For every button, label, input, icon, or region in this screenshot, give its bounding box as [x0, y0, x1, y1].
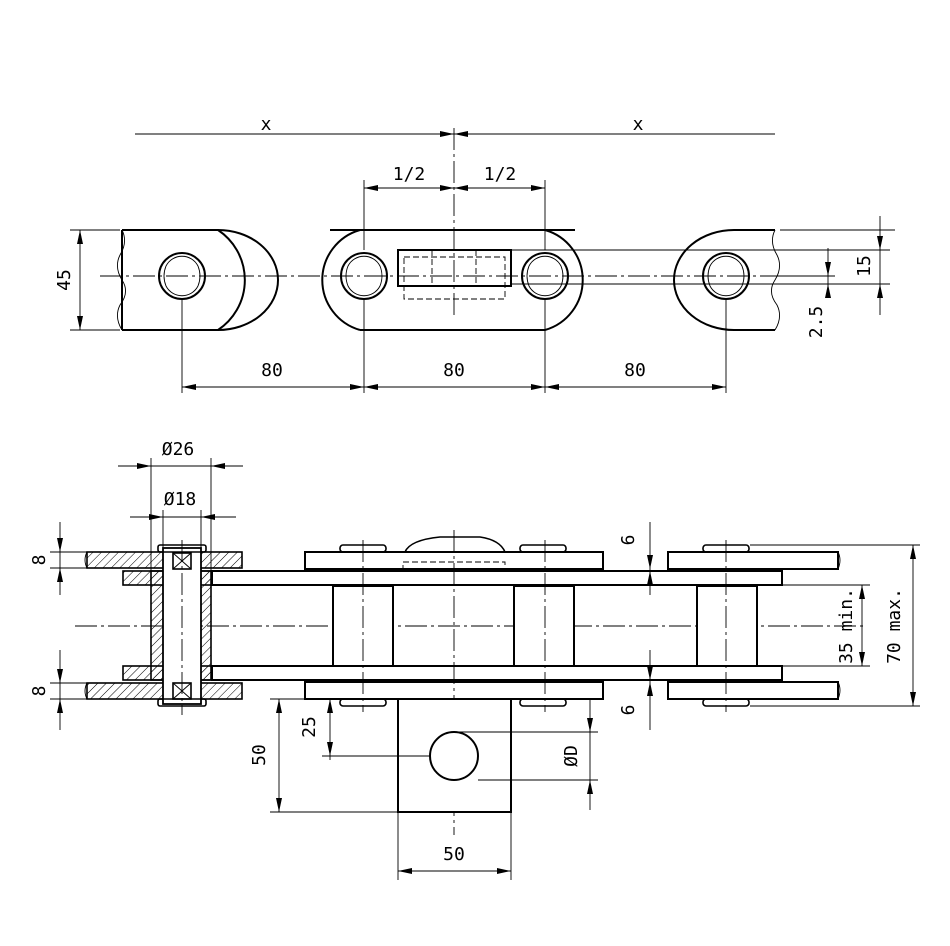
dim-plate-top: 8	[29, 555, 50, 566]
dim-gap-top: 6	[618, 535, 639, 546]
link-end-left	[321, 229, 361, 331]
pin-hole-1	[158, 252, 206, 300]
dim-half-left: 1/2	[393, 164, 426, 185]
left-break-line	[117, 229, 126, 331]
attachment-tab	[397, 698, 512, 813]
inner-plate-top	[211, 570, 783, 586]
attachment-hidden-outline	[403, 256, 506, 300]
roller-2	[513, 585, 575, 667]
dim-pitch-2: 80	[443, 360, 465, 381]
outer-plate-top-right	[667, 551, 839, 570]
link-end-far-left	[217, 229, 279, 331]
link-outline	[121, 229, 775, 331]
dim-pitch-3: 80	[624, 360, 646, 381]
dim-tab-width: 50	[443, 844, 465, 865]
dim-hole-diameter: ØD	[561, 745, 582, 767]
link-end-far-right	[673, 229, 735, 331]
dim-pin-diameter: Ø18	[164, 489, 197, 510]
side-view: Ø26 Ø18 8 8 6 6 35 mi	[29, 439, 920, 880]
pin-hole-3	[521, 252, 569, 300]
pin-hole-2	[340, 252, 388, 300]
section-pin-assembly	[84, 540, 274, 715]
dim-total-width: 70 max.	[884, 588, 905, 664]
attachment-hump	[404, 536, 506, 553]
dim-bush-diameter: Ø26	[162, 439, 195, 460]
pin-hole-4	[702, 252, 750, 300]
dim-hole-offset: 25	[299, 716, 320, 738]
dim-plate-bottom: 8	[29, 686, 50, 697]
dim-inner-width: 35 min.	[836, 588, 857, 664]
dim-pitch-1: 80	[261, 360, 283, 381]
attachment-slot	[397, 249, 512, 287]
dim-height-45: 45	[54, 269, 75, 291]
dim-attachment-15: 15	[854, 255, 875, 277]
dim-x-right: x	[633, 114, 644, 135]
dim-gap-bottom: 6	[618, 705, 639, 716]
dim-half-right: 1/2	[484, 164, 517, 185]
dim-x-left: x	[261, 114, 272, 135]
dim-tab-height: 50	[249, 744, 270, 766]
inner-plate-bottom	[211, 665, 783, 681]
right-break-line	[771, 229, 780, 331]
outer-plate-bottom-right	[667, 681, 839, 700]
link-end-right	[544, 229, 584, 331]
dim-offset-2-5: 2.5	[806, 306, 827, 339]
top-view: x x 1/2 1/2 45 80 80 80	[54, 114, 895, 393]
roller-3	[696, 585, 758, 667]
